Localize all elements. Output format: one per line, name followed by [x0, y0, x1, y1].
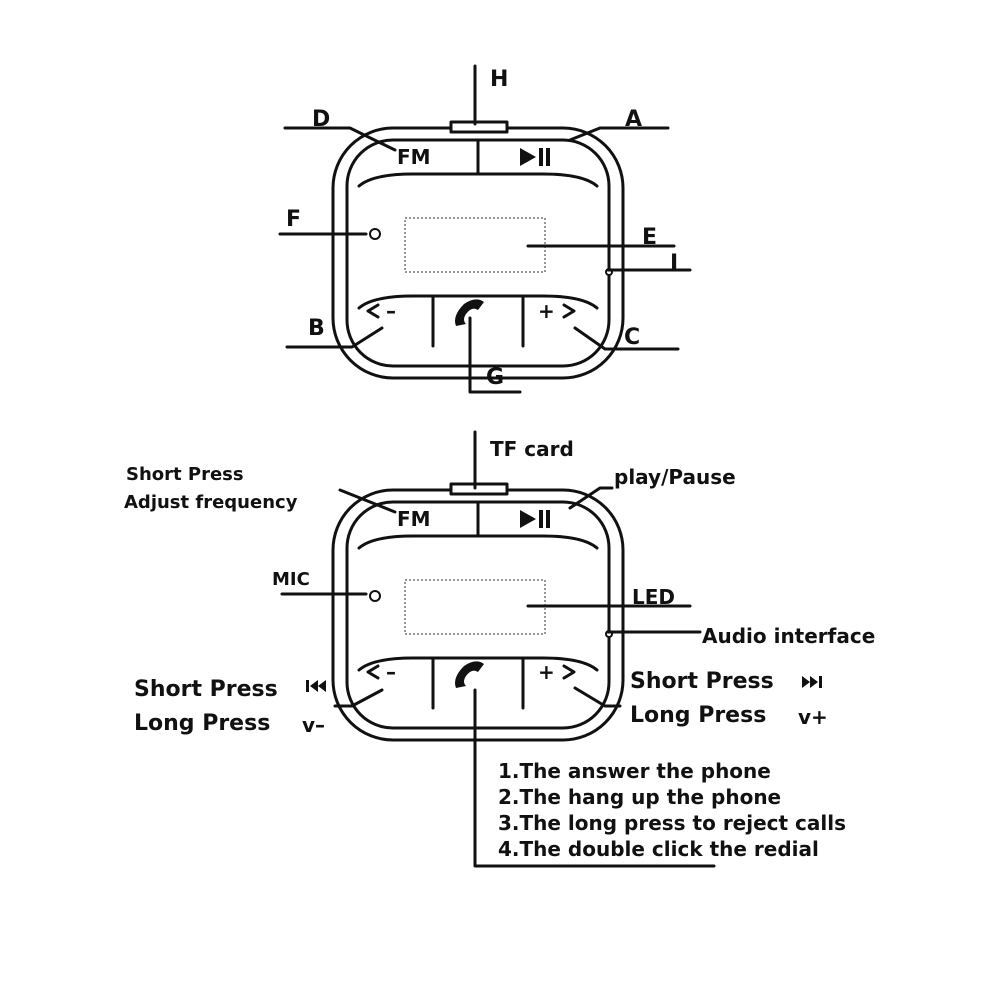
- play-pause-icon[interactable]: [520, 510, 550, 528]
- top-fm-label[interactable]: FM: [397, 145, 431, 169]
- prev-track-icon: [306, 680, 326, 692]
- chevron-right-icon[interactable]: [562, 664, 576, 680]
- chevron-right-icon[interactable]: [562, 303, 576, 319]
- label-a: A: [625, 107, 642, 132]
- label-h: H: [490, 67, 508, 92]
- label-right-short-press: Short Press: [630, 669, 774, 694]
- top-device: [331, 120, 625, 380]
- phone-function-item: 4.The double click the redial: [498, 837, 819, 861]
- bottom-minus-label[interactable]: –: [386, 660, 396, 684]
- phone-icon[interactable]: [455, 299, 484, 326]
- label-audio-interface: Audio interface: [702, 624, 875, 648]
- label-tf-card: TF card: [490, 437, 574, 461]
- top-plus-label[interactable]: +: [538, 299, 555, 323]
- label-adjust-frequency: Adjust frequency: [124, 492, 298, 513]
- label-right-long-press: Long Press: [630, 703, 766, 728]
- label-right-long-press-suffix: v+: [798, 705, 828, 729]
- top-minus-label[interactable]: –: [386, 299, 396, 323]
- label-short-press-top: Short Press: [126, 464, 244, 485]
- label-play-pause: play/Pause: [614, 465, 736, 489]
- phone-icon[interactable]: [455, 661, 484, 688]
- phone-function-item: 2.The hang up the phone: [498, 785, 781, 809]
- bottom-plus-label[interactable]: +: [538, 660, 555, 684]
- label-mic: MIC: [272, 569, 310, 590]
- bottom-device: [331, 482, 625, 742]
- label-i: I: [670, 251, 678, 276]
- phone-function-item: 1.The answer the phone: [498, 759, 771, 783]
- play-pause-icon[interactable]: [520, 148, 550, 166]
- label-f: F: [286, 207, 301, 232]
- label-g: G: [486, 365, 504, 390]
- label-c: C: [624, 325, 640, 350]
- chevron-left-icon[interactable]: [366, 664, 380, 680]
- label-left-short-press: Short Press: [134, 677, 278, 702]
- label-b: B: [308, 316, 325, 341]
- next-track-icon: [802, 676, 822, 688]
- phone-function-item: 3.The long press to reject calls: [498, 811, 846, 835]
- label-left-long-press-suffix: v–: [302, 713, 325, 737]
- bottom-fm-label[interactable]: FM: [397, 507, 431, 531]
- chevron-left-icon[interactable]: [366, 303, 380, 319]
- label-left-long-press: Long Press: [134, 711, 270, 736]
- label-d: D: [312, 107, 330, 132]
- label-led: LED: [632, 585, 675, 609]
- label-e: E: [642, 225, 657, 250]
